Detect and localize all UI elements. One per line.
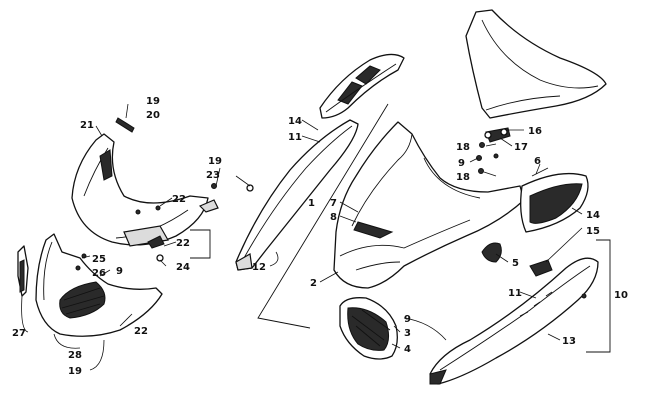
callout-14: 14 [288,116,302,127]
callout-22: 22 [172,194,186,205]
callout-4: 4 [404,344,411,355]
callout-12: 12 [252,262,266,273]
clip-15 [529,259,553,277]
screw-6 [531,167,549,177]
callout-16: 16 [528,126,542,137]
callout-3: 3 [404,328,411,339]
callout-14: 14 [586,210,600,221]
callout-6: 6 [534,156,541,167]
assembly-bracket-10 [586,239,611,353]
callout-19: 19 [208,156,222,167]
rivet-20 [115,117,135,133]
left-bellypan [35,233,163,337]
left-upper-panel [71,133,209,247]
callout-9: 9 [404,314,411,325]
main-hood [333,121,525,289]
callout-10: 10 [614,290,628,301]
callout-26: 26 [92,268,106,279]
callout-19: 19 [68,366,82,377]
callout-22: 22 [134,326,148,337]
callout-1: 1 [308,198,315,209]
windshield-fasteners [476,142,499,174]
callout-22: 22 [176,238,190,249]
callout-5: 5 [512,258,519,269]
callout-8: 8 [330,212,337,223]
headlight-bezel [339,297,398,360]
callout-13: 13 [562,336,576,347]
callout-labels: 19 20 21 19 23 22 22 24 25 26 9 22 27 28… [12,96,628,377]
callout-18: 18 [456,142,470,153]
clips-24 [147,235,165,262]
right-lower-trim [429,257,599,385]
callout-9: 9 [458,158,465,169]
assembly-bracket-1 [257,103,389,329]
assembly-bracket-24 [190,229,211,259]
windshield [465,9,607,119]
windshield-bracket [484,127,511,143]
callout-7: 7 [330,198,337,209]
leader-lines [21,103,583,371]
callout-2: 2 [310,278,317,289]
callout-21: 21 [80,120,94,131]
callout-24: 24 [176,262,190,273]
upper-visor [319,53,405,119]
callout-15: 15 [586,226,600,237]
callout-19: 19 [146,96,160,107]
side-trim-left [235,119,359,271]
callout-9: 9 [116,266,123,277]
right-side-panel [520,172,589,233]
callout-28: 28 [68,350,82,361]
callout-23: 23 [206,170,220,181]
fasteners-23 [198,183,254,213]
left-side-strip [17,245,29,297]
callout-11: 11 [288,132,302,143]
callout-27: 27 [12,328,26,339]
callout-17: 17 [514,142,528,153]
callout-25: 25 [92,254,106,265]
callout-11: 11 [508,288,522,299]
clip-5 [481,242,502,263]
callout-20: 20 [146,110,160,121]
callout-18: 18 [456,172,470,183]
